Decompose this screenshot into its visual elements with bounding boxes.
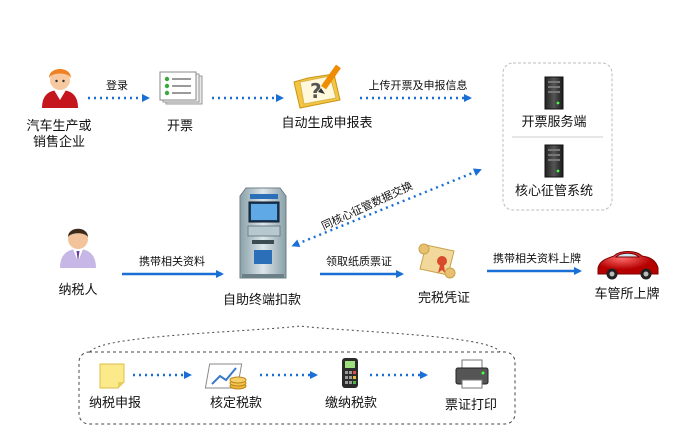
kiosk-terminal-icon	[239, 187, 287, 279]
edge-label-upload: 上传开票及申报信息	[368, 80, 468, 92]
svg-text:?: ?	[310, 79, 322, 103]
label-core-system: 核心征管系统	[514, 183, 594, 198]
label-taxpayer: 纳税人	[58, 282, 98, 297]
process-step-assess: 核定税款	[209, 395, 263, 410]
chart-coins-icon	[204, 363, 247, 390]
process-step-declare: 纳税申报	[88, 395, 142, 410]
edge-label-carry-docs-plate: 携带相关资料上牌	[493, 253, 581, 265]
kiosk-brace	[89, 325, 501, 353]
label-vehicle-office: 车管所上牌	[594, 286, 660, 301]
process-step-print: 票证打印	[444, 397, 498, 412]
label-auto-report: 自动生成申报表	[281, 115, 373, 130]
printer-icon	[455, 359, 489, 389]
sticky-note-icon	[99, 363, 125, 389]
process-panel	[78, 351, 516, 425]
edge-label-carry-docs: 携带相关资料	[139, 256, 205, 268]
process-step-pay: 缴纳税款	[324, 395, 378, 410]
report-folder-icon: ?	[293, 64, 341, 109]
core-server-icon	[544, 144, 564, 178]
invoice-server-icon	[544, 76, 564, 110]
certificate-scroll-icon	[418, 243, 456, 279]
label-kiosk: 自助终端扣款	[222, 292, 302, 307]
edge-label-login: 登录	[106, 80, 128, 92]
invoice-sheets-icon	[159, 71, 203, 105]
label-invoice-server: 开票服务端	[521, 114, 587, 129]
taxpayer-person-icon	[60, 228, 96, 268]
red-car-icon	[597, 251, 659, 280]
label-tax-certificate: 完税凭证	[417, 290, 471, 305]
server-panel	[502, 62, 613, 211]
edge-label-receive-paper: 领取纸质票证	[326, 256, 392, 268]
card-terminal-icon	[342, 358, 358, 388]
label-manufacturer: 汽车生产或销售企业	[26, 118, 92, 149]
manufacturer-person-icon	[42, 69, 78, 108]
label-issue-invoice: 开票	[166, 118, 194, 133]
